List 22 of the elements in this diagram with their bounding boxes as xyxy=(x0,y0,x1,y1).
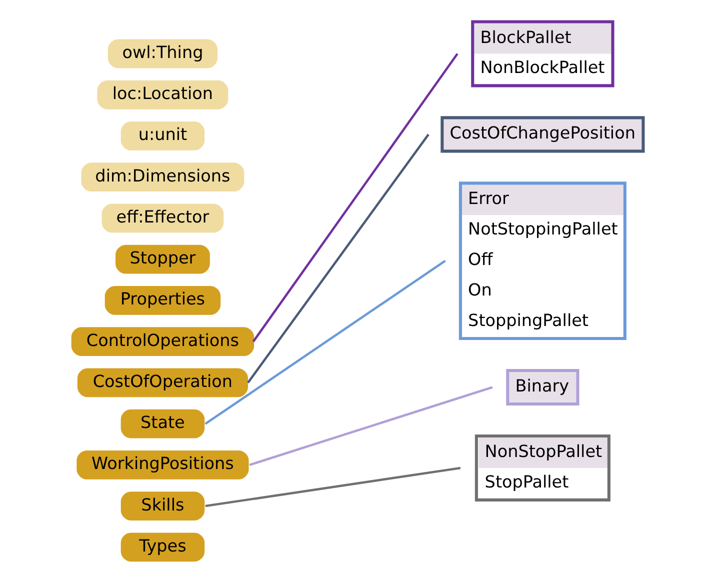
connector xyxy=(204,260,446,425)
node-box: CostOfChangePosition xyxy=(440,116,644,153)
node-box: CostOfOperation xyxy=(76,368,248,398)
node-box: WorkingPositions xyxy=(76,450,248,480)
node-box: loc:Location xyxy=(96,80,228,110)
connector xyxy=(204,466,460,508)
node-box: Stopper xyxy=(115,244,210,274)
node-box: Properties xyxy=(104,286,220,315)
node-box: dim:Dimensions xyxy=(80,162,244,192)
node-box: eff:Effector xyxy=(101,204,224,233)
node-box: Error NotStoppingPallet Off On StoppingPallet xyxy=(458,182,626,340)
connector xyxy=(252,53,458,342)
node-box: Binary xyxy=(506,368,579,406)
node-box: u:unit xyxy=(120,122,204,150)
node-box: ControlOperations xyxy=(70,327,254,356)
node-box: Types xyxy=(120,532,204,562)
node-box: Skills xyxy=(120,492,204,521)
connector xyxy=(248,386,492,466)
node-box: State xyxy=(120,409,204,438)
node-box: owl:Thing xyxy=(107,39,218,68)
connector xyxy=(246,134,429,384)
node-box: BlockPallet NonBlockPallet xyxy=(470,20,614,88)
